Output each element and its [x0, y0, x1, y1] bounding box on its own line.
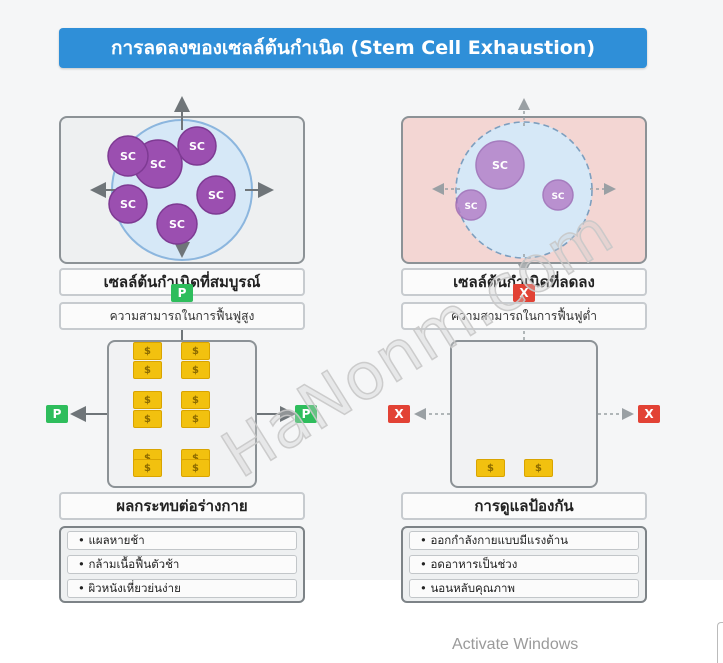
activate-windows-notice: Activate Windows — [452, 636, 579, 653]
negative-tag: X — [638, 405, 660, 423]
reserve-coin: $ — [181, 391, 210, 409]
cell-label: SC — [551, 192, 564, 202]
list-item: • อดอาหารเป็นช่วง — [409, 555, 639, 574]
reserve-coin: $ — [133, 410, 162, 428]
healthy-subheader: ความสามารถในการฟื้นฟูสูง — [59, 302, 305, 330]
cell-label: SC — [208, 189, 224, 202]
cell — [196, 175, 236, 215]
cell-label: SC — [150, 158, 166, 171]
page-title: การลดลงของเซลล์ต้นกำเนิด (Stem Cell Exha… — [59, 28, 647, 68]
cell — [475, 140, 525, 190]
cell — [542, 179, 574, 211]
depleted-cells — [455, 140, 574, 221]
reserve-coin: $ — [133, 391, 162, 409]
list-item: • นอนหลับคุณภาพ — [409, 579, 639, 598]
cell — [177, 126, 217, 166]
cell-label: SC — [464, 202, 477, 212]
cell-label: SC — [120, 150, 136, 163]
care-header: การดูแลป้องกัน — [401, 492, 647, 520]
effects-header: ผลกระทบต่อร่างกาย — [59, 492, 305, 520]
reserve-coin: $ — [181, 361, 210, 379]
cell-label: SC — [169, 218, 185, 231]
cell — [156, 203, 198, 245]
positive-tag: P — [171, 284, 193, 302]
depleted-subheader: ความสามารถในการฟื้นฟูต่ำ — [401, 302, 647, 330]
cell-label: SC — [120, 198, 136, 211]
list-item: • กล้ามเนื้อฟื้นตัวช้า — [67, 555, 297, 574]
cell-label: SC — [492, 159, 508, 172]
reserve-coin: $ — [524, 459, 553, 477]
positive-tag: P — [46, 405, 68, 423]
cell-label: SC — [189, 140, 205, 153]
reserve-coin: $ — [133, 459, 162, 477]
negative-tag: X — [388, 405, 410, 423]
reserve-coin: $ — [476, 459, 505, 477]
reserve-coin: $ — [133, 361, 162, 379]
cell — [455, 189, 487, 221]
effects-list: • แผลหายช้า • กล้ามเนื้อฟื้นตัวช้า • ผิว… — [59, 526, 305, 603]
care-list: • ออกกำลังกายแบบมีแรงต้าน • อดอาหารเป็นช… — [401, 526, 647, 603]
reserve-coin: $ — [181, 459, 210, 477]
negative-tag: X — [513, 284, 535, 302]
positive-tag: P — [295, 405, 317, 423]
reserve-coin: $ — [181, 410, 210, 428]
list-item: • แผลหายช้า — [67, 531, 297, 550]
cell — [107, 135, 149, 177]
list-item: • ออกกำลังกายแบบมีแรงต้าน — [409, 531, 639, 550]
reserve-coin: $ — [181, 342, 210, 360]
reserve-coin: $ — [133, 342, 162, 360]
window-corner — [717, 622, 723, 663]
cell — [108, 184, 148, 224]
list-item: • ผิวหนังเหี่ยวย่นง่าย — [67, 579, 297, 598]
healthy-cells — [107, 126, 236, 245]
